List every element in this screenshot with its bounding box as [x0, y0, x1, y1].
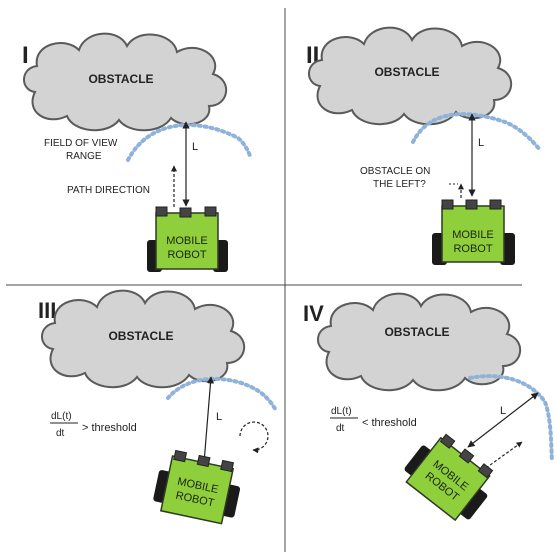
field-of-view-arc [411, 112, 542, 152]
svg-text:> threshold: > threshold [82, 422, 137, 434]
panel-4: IV OBSTACLE dL(t) dt < threshold L MOBIL… [303, 292, 554, 522]
question-label-line2: THE LEFT? [373, 179, 426, 190]
panel-1: I OBSTACLE FIELD OF VIEW RANGE L PATH DI… [22, 32, 252, 272]
rate-condition: dL(t) dt > threshold [50, 411, 137, 439]
rotation-arrow [239, 421, 269, 454]
obstacle-label: OBSTACLE [108, 329, 173, 343]
obstacle-label: OBSTACLE [88, 72, 153, 86]
distance-label: L [500, 405, 506, 417]
field-of-view-arc [166, 376, 278, 412]
panel-numeral: I [22, 42, 29, 69]
rate-condition: dL(t) dt < threshold [330, 406, 417, 434]
svg-text:dt: dt [56, 428, 65, 439]
svg-text:< threshold: < threshold [362, 417, 417, 429]
obstacle-label: OBSTACLE [374, 65, 439, 79]
distance-label: L [192, 141, 198, 153]
svg-text:dt: dt [336, 423, 345, 434]
fov-label-line2: RANGE [66, 151, 102, 162]
panel-numeral: IV [303, 301, 324, 326]
fov-label-line1: FIELD OF VIEW [44, 138, 118, 149]
mobile-robot: MOBILE ROBOT [432, 199, 515, 265]
mobile-robot: MOBILE ROBOT [147, 206, 228, 272]
distance-arrow [200, 376, 215, 464]
svg-text:ROBOT: ROBOT [167, 249, 206, 261]
panel-numeral: III [38, 298, 56, 323]
mobile-robot: MOBILE ROBOT [404, 433, 494, 522]
svg-text:dL(t): dL(t) [51, 411, 72, 422]
field-of-view-arc [126, 123, 252, 162]
question-label-line1: OBSTACLE ON [360, 166, 430, 177]
distance-arrow [467, 392, 539, 448]
field-of-view-arc [468, 374, 554, 464]
heading-arrow [485, 441, 523, 469]
path-direction-label: PATH DIRECTION [67, 185, 150, 196]
panel-3: III OBSTACLE dL(t) dt > threshold L MOBI… [38, 289, 278, 525]
svg-text:MOBILE: MOBILE [452, 229, 494, 241]
obstacle-label: OBSTACLE [384, 325, 449, 339]
distance-label: L [216, 411, 222, 423]
svg-text:MOBILE: MOBILE [166, 235, 208, 247]
distance-label: L [478, 137, 484, 149]
svg-text:ROBOT: ROBOT [453, 243, 492, 255]
mobile-robot: MOBILE ROBOT [153, 449, 241, 525]
svg-text:dL(t): dL(t) [331, 406, 352, 417]
panel-2: II OBSTACLE L OBSTACLE ON THE LEFT? MOBI… [306, 26, 542, 265]
